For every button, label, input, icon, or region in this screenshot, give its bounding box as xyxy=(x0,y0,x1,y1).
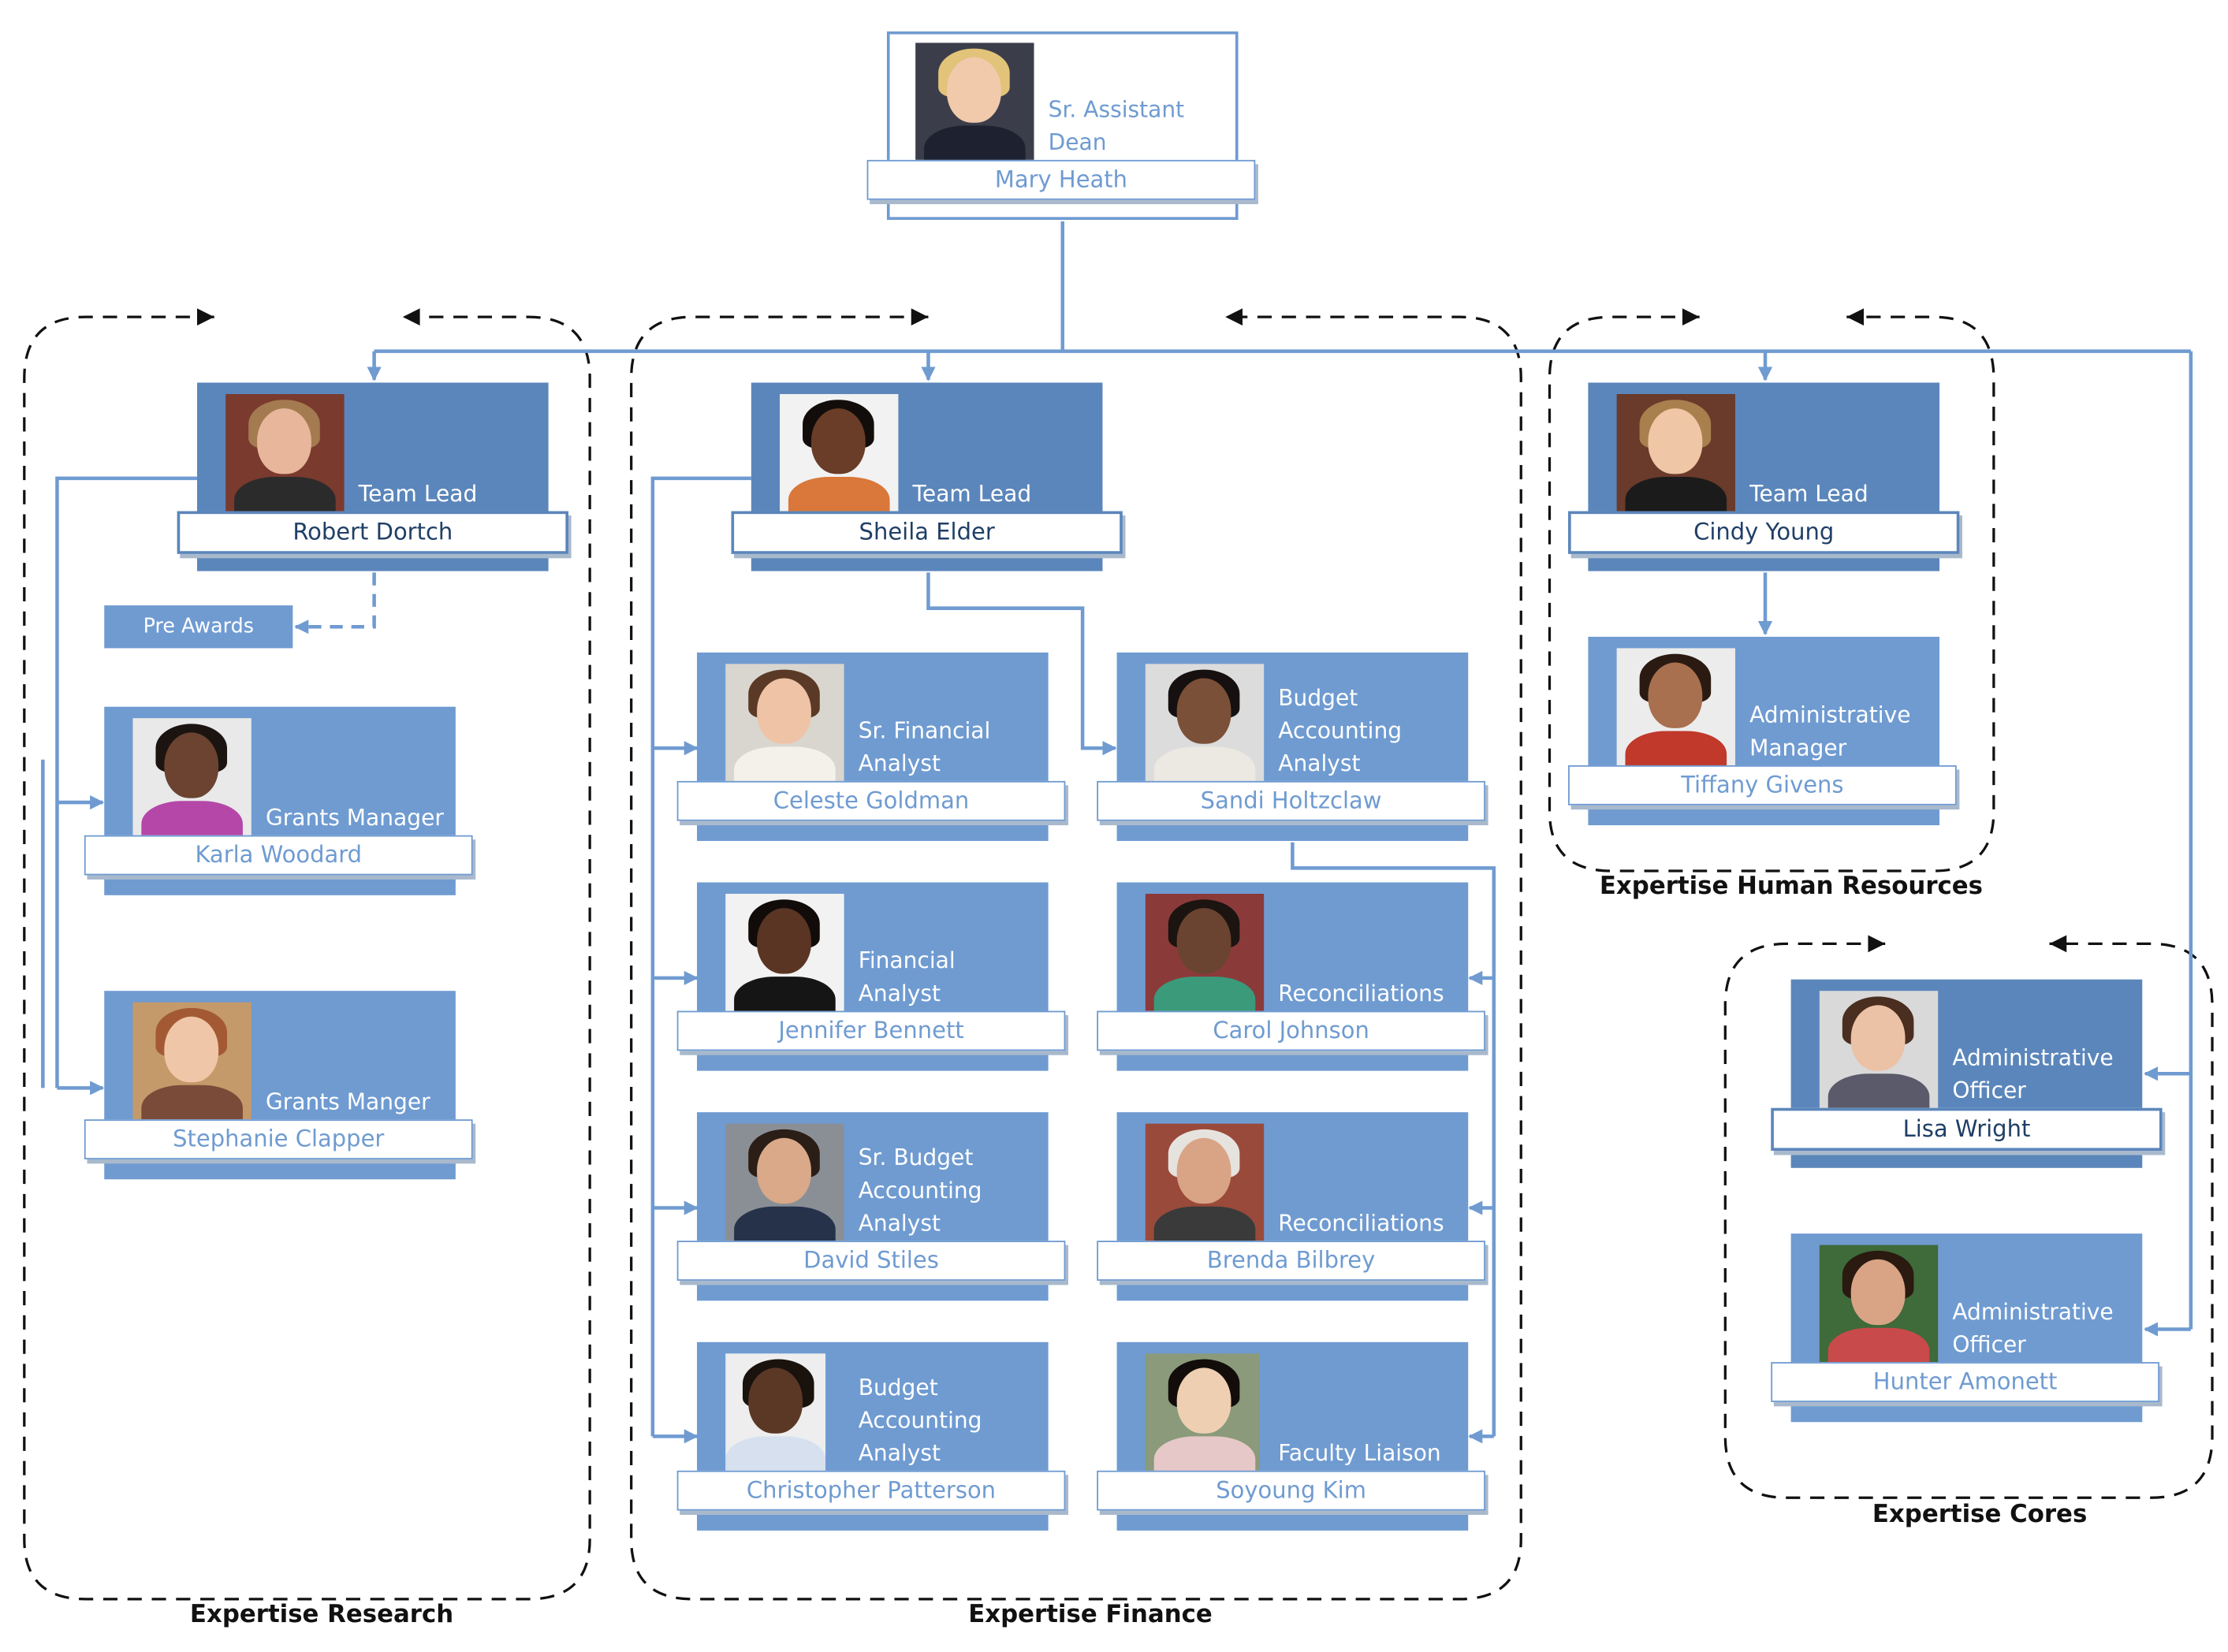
dash-arrow-hr-right xyxy=(1682,308,1700,326)
title-jennifer-bennett: Financial Analyst xyxy=(858,947,956,1007)
card-jennifer-bennett[interactable]: Financial Analyst Jennifer Bennett xyxy=(676,882,1066,1071)
connector-finance-right-vertical xyxy=(1291,842,1496,1437)
title-karla-woodard: Grants Manager xyxy=(265,805,444,832)
group-label-hr: Expertise Human Resources xyxy=(1599,872,1984,902)
photo-sandi-holtzclaw xyxy=(1145,664,1265,781)
title-brenda-bilbrey: Reconciliations xyxy=(1278,1211,1444,1237)
card-soyoung-kim[interactable]: Faculty Liaison Soyoung Kim xyxy=(1097,1341,1485,1531)
photo-sheila-elder xyxy=(780,393,899,512)
card-david-stiles[interactable]: Sr. Budget Accounting Analyst David Stil… xyxy=(676,1112,1066,1301)
title-hunter-amonett: Administrative Officer xyxy=(1952,1299,2114,1358)
photo-cindy-young xyxy=(1616,393,1735,512)
card-christopher-patterson[interactable]: Budget Accounting Analyst Christopher Pa… xyxy=(676,1341,1066,1531)
dash-arrow-cores-left xyxy=(2049,935,2067,953)
dash-arrow-hr-left xyxy=(1846,308,1865,326)
card-research-lead[interactable]: Team Lead Robert Dortch xyxy=(177,382,568,571)
connector-research-vertical xyxy=(55,476,197,1088)
title-sandi-holtzclaw: Budget Accounting Analyst xyxy=(1278,685,1403,777)
connector-finance-left-vertical xyxy=(650,476,751,1437)
name-sandi-holtzclaw: Sandi Holtzclaw xyxy=(1097,780,1485,821)
title-sr-assistant-dean: Sr. Assistant Dean xyxy=(1048,97,1185,156)
card-sr-assistant-dean[interactable]: Sr. Assistant Dean Mary Heath xyxy=(866,31,1256,220)
card-karla-woodard[interactable]: Grants Manager Karla Woodard xyxy=(84,706,473,895)
photo-tiffany-givens xyxy=(1616,648,1735,765)
photo-karla-woodard xyxy=(132,718,251,835)
group-border-research xyxy=(23,315,591,1601)
card-celeste-goldman[interactable]: Sr. Financial Analyst Celeste Goldman xyxy=(676,652,1066,841)
name-cindy-young: Cindy Young xyxy=(1568,511,1960,554)
group-border-finance xyxy=(630,315,1522,1601)
photo-mary-heath xyxy=(915,43,1034,160)
name-david-stiles: David Stiles xyxy=(676,1241,1066,1281)
name-christopher-patterson: Christopher Patterson xyxy=(676,1470,1066,1511)
title-celeste-goldman: Sr. Financial Analyst xyxy=(858,718,991,777)
dash-arrow-finance-left xyxy=(1225,308,1243,326)
card-hunter-amonett[interactable]: Administrative Officer Hunter Amonett xyxy=(1771,1233,2159,1423)
name-lisa-wright: Lisa Wright xyxy=(1771,1107,2163,1152)
photo-christopher-patterson xyxy=(725,1353,826,1471)
group-border-hr xyxy=(1548,315,1995,873)
name-soyoung-kim: Soyoung Kim xyxy=(1097,1470,1485,1511)
photo-jennifer-bennett xyxy=(725,893,844,1011)
name-robert-dortch: Robert Dortch xyxy=(177,511,568,554)
name-karla-woodard: Karla Woodard xyxy=(84,835,473,876)
name-stephanie-clapper: Stephanie Clapper xyxy=(84,1119,473,1159)
dash-arrow-research-left xyxy=(402,308,420,326)
card-carol-johnson[interactable]: Reconciliations Carol Johnson xyxy=(1097,882,1485,1071)
photo-stephanie-clapper xyxy=(132,1002,251,1120)
title-david-stiles: Sr. Budget Accounting Analyst xyxy=(858,1144,982,1237)
title-soyoung-kim: Faculty Liaison xyxy=(1278,1440,1441,1467)
photo-soyoung-kim xyxy=(1145,1353,1260,1471)
title-tiffany-givens: Administrative Manager xyxy=(1749,702,1911,761)
photo-carol-johnson xyxy=(1145,893,1265,1011)
dash-arrow-finance-right xyxy=(911,308,929,326)
name-tiffany-givens: Tiffany Givens xyxy=(1568,765,1957,806)
title-finance-lead: Team Lead xyxy=(912,481,1032,508)
photo-lisa-wright xyxy=(1819,991,1939,1108)
group-label-finance: Expertise Finance xyxy=(968,1600,1213,1629)
photo-robert-dortch xyxy=(225,393,345,512)
photo-david-stiles xyxy=(725,1123,844,1241)
connector-to-pre-awards xyxy=(294,572,376,634)
name-sheila-elder: Sheila Elder xyxy=(731,511,1123,554)
photo-brenda-bilbrey xyxy=(1145,1123,1265,1241)
pre-awards-box[interactable]: Pre Awards xyxy=(104,605,293,649)
name-carol-johnson: Carol Johnson xyxy=(1097,1010,1485,1051)
name-celeste-goldman: Celeste Goldman xyxy=(676,780,1066,821)
name-mary-heath: Mary Heath xyxy=(866,159,1256,200)
group-label-cores: Expertise Cores xyxy=(1872,1500,2088,1530)
card-tiffany-givens[interactable]: Administrative Manager Tiffany Givens xyxy=(1568,636,1957,826)
dash-arrow-cores-right xyxy=(1868,935,1886,953)
group-label-research: Expertise Research xyxy=(189,1600,454,1629)
card-lisa-wright[interactable]: Administrative Officer Lisa Wright xyxy=(1771,979,2163,1168)
title-lisa-wright: Administrative Officer xyxy=(1952,1045,2114,1104)
card-hr-lead[interactable]: Team Lead Cindy Young xyxy=(1568,382,1960,571)
title-carol-johnson: Reconciliations xyxy=(1278,980,1444,1007)
dash-arrow-research-right xyxy=(196,308,214,326)
name-jennifer-bennett: Jennifer Bennett xyxy=(676,1010,1066,1051)
title-research-lead: Team Lead xyxy=(358,481,478,508)
card-brenda-bilbrey[interactable]: Reconciliations Brenda Bilbrey xyxy=(1097,1112,1485,1301)
photo-celeste-goldman xyxy=(725,664,844,781)
photo-hunter-amonett xyxy=(1819,1245,1939,1363)
title-stephanie-clapper: Grants Manger xyxy=(265,1089,430,1115)
card-finance-lead[interactable]: Team Lead Sheila Elder xyxy=(731,382,1123,571)
title-christopher-patterson: Budget Accounting Analyst xyxy=(858,1375,982,1467)
card-stephanie-clapper[interactable]: Grants Manger Stephanie Clapper xyxy=(84,991,473,1180)
name-brenda-bilbrey: Brenda Bilbrey xyxy=(1097,1241,1485,1281)
card-sandi-holtzclaw[interactable]: Budget Accounting Analyst Sandi Holtzcla… xyxy=(1097,652,1485,841)
title-hr-lead: Team Lead xyxy=(1749,481,1868,508)
connector-to-sandi xyxy=(926,572,1117,756)
group-border-cores xyxy=(1723,942,2214,1499)
name-hunter-amonett: Hunter Amonett xyxy=(1771,1362,2159,1402)
